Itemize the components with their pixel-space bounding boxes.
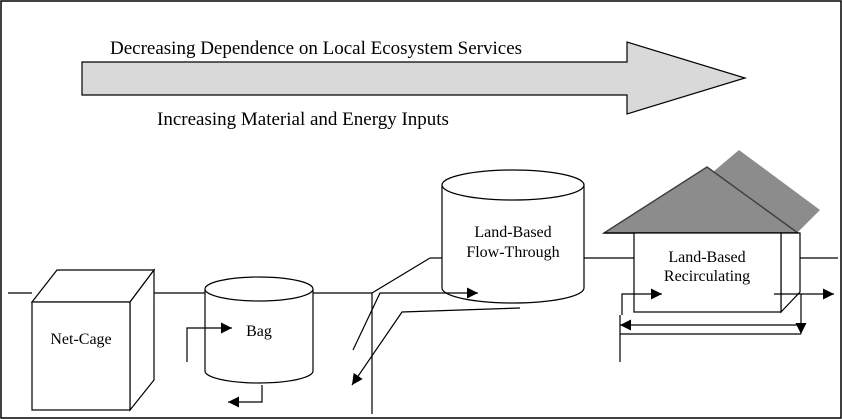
bag-outflow-arrow: [228, 385, 263, 408]
flow-through-body: [441, 185, 585, 304]
net-cage-label: Net-Cage: [50, 331, 111, 348]
flow-through-inflow-arrow: [352, 287, 478, 351]
flow-through-label-line2: Flow-Through: [466, 244, 559, 261]
bag-system: Bag: [186, 276, 314, 408]
recirculating-inflow-arrow: [621, 288, 662, 315]
flow-through-label-line1: Land-Based: [474, 224, 551, 241]
net-cage-system: Net-Cage: [30, 268, 156, 412]
bag-body: [204, 289, 314, 384]
big-arrow: [81, 41, 748, 115]
arrow-bottom-text: Increasing Material and Energy Inputs: [157, 109, 449, 130]
water-line-shore-top: [371, 257, 431, 294]
recirculating-label-line2: Recirculating: [664, 268, 750, 285]
bag-inflow-arrow: [186, 322, 232, 362]
bag-top: [204, 276, 314, 302]
house-side-wall: [780, 232, 801, 314]
flow-through-top: [441, 169, 585, 201]
flow-through-outflow-arrow: [351, 307, 521, 386]
net-cage-front: [31, 301, 131, 411]
recirculating-label-line1: Land-Based: [668, 249, 745, 266]
arrow-top-text: Decreasing Dependence on Local Ecosystem…: [110, 38, 522, 59]
recirculating-system: Land-Based Recirculating: [601, 150, 834, 362]
flow-through-system: Land-Based Flow-Through: [351, 169, 585, 386]
bag-label: Bag: [246, 323, 272, 340]
house-roof-shadow: [707, 150, 820, 232]
